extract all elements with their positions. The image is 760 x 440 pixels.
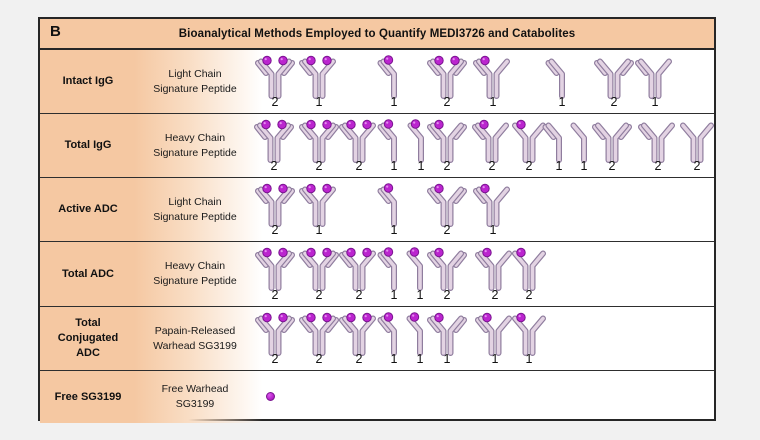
species-count: 2 xyxy=(677,159,717,173)
antibody-icon xyxy=(374,181,414,227)
method-label: Light Chain Signature Peptide xyxy=(136,50,254,113)
antibody-icon xyxy=(677,117,717,163)
antibody-icon xyxy=(638,117,678,163)
table-row: Total ADCHeavy Chain Signature Peptide22… xyxy=(40,242,714,307)
antibody-icon xyxy=(594,53,634,99)
antibody-icon xyxy=(542,53,582,99)
antibody-icon xyxy=(473,181,513,227)
species-count: 2 xyxy=(299,288,339,302)
antibody-icon xyxy=(299,245,339,291)
species-count: 2 xyxy=(255,95,295,109)
antibody-icon xyxy=(635,53,675,99)
species-count: 2 xyxy=(427,288,467,302)
table-row: Total IgGHeavy Chain Signature Peptide22… xyxy=(40,114,714,178)
antibody-icon xyxy=(299,310,339,356)
species-count: 2 xyxy=(472,159,512,173)
species-count: 2 xyxy=(592,159,632,173)
antibody-icon xyxy=(339,310,379,356)
antibody-icon xyxy=(299,117,339,163)
species-count: 2 xyxy=(509,288,549,302)
species-count: 2 xyxy=(299,352,339,366)
species-count: 1 xyxy=(299,95,339,109)
antibody-icon xyxy=(255,310,295,356)
table-row: Intact IgGLight Chain Signature Peptide2… xyxy=(40,50,714,114)
antibody-icon xyxy=(339,117,379,163)
species-count: 1 xyxy=(635,95,675,109)
table-row: Free SG3199Free Warhead SG3199 xyxy=(40,371,714,423)
row-label: Free SG3199 xyxy=(42,371,134,423)
row-label: Active ADC xyxy=(42,178,134,241)
species-count: 2 xyxy=(255,352,295,366)
species-count: 1 xyxy=(542,95,582,109)
row-label: Total IgG xyxy=(42,114,134,177)
antibody-icon xyxy=(299,53,339,99)
antibody-icon xyxy=(374,53,414,99)
antibody-icon xyxy=(427,310,467,356)
antibody-icon xyxy=(254,117,294,163)
species-count: 2 xyxy=(299,159,339,173)
row-label: Intact IgG xyxy=(42,50,134,113)
antibody-icon xyxy=(427,245,467,291)
species-count: 1 xyxy=(374,95,414,109)
row-label: Total Conjugated ADC xyxy=(42,307,134,370)
species-count: 1 xyxy=(374,223,414,237)
species-count: 1 xyxy=(509,352,549,366)
antibody-icon xyxy=(255,181,295,227)
species-count: 2 xyxy=(339,288,379,302)
method-label: Heavy Chain Signature Peptide xyxy=(136,242,254,306)
method-label: Papain-Released Warhead SG3199 xyxy=(136,307,254,370)
species-count: 1 xyxy=(299,223,339,237)
species-count: 2 xyxy=(255,223,295,237)
species-count: 1 xyxy=(473,95,513,109)
method-label: Light Chain Signature Peptide xyxy=(136,178,254,241)
antibody-icon xyxy=(299,181,339,227)
antibody-icon xyxy=(473,53,513,99)
figure-title: Bioanalytical Methods Employed to Quanti… xyxy=(40,19,714,48)
antibody-icon xyxy=(255,53,295,99)
species-count: 1 xyxy=(427,352,467,366)
species-count: 1 xyxy=(473,223,513,237)
antibody-icon xyxy=(427,53,467,99)
species-count: 2 xyxy=(594,95,634,109)
antibody-icon xyxy=(339,245,379,291)
species-count: 2 xyxy=(339,159,379,173)
species-count: 2 xyxy=(254,159,294,173)
antibody-icon xyxy=(427,181,467,227)
antibody-icon xyxy=(509,310,549,356)
figure-header: B Bioanalytical Methods Employed to Quan… xyxy=(40,19,714,50)
species-count: 2 xyxy=(427,95,467,109)
antibody-icon xyxy=(472,117,512,163)
species-count: 2 xyxy=(638,159,678,173)
table-row: Active ADCLight Chain Signature Peptide2… xyxy=(40,178,714,242)
figure-panel: B Bioanalytical Methods Employed to Quan… xyxy=(38,17,716,421)
method-label: Free Warhead SG3199 xyxy=(136,371,254,423)
species-count: 2 xyxy=(255,288,295,302)
method-label: Heavy Chain Signature Peptide xyxy=(136,114,254,177)
warhead-dot-icon xyxy=(266,392,275,401)
antibody-icon xyxy=(592,117,632,163)
species-count: 2 xyxy=(339,352,379,366)
antibody-icon xyxy=(255,245,295,291)
row-label: Total ADC xyxy=(42,242,134,306)
table-row: Total Conjugated ADCPapain-Released Warh… xyxy=(40,307,714,371)
antibody-icon xyxy=(427,117,467,163)
species-count: 2 xyxy=(427,159,467,173)
antibody-icon xyxy=(509,245,549,291)
species-count: 2 xyxy=(427,223,467,237)
